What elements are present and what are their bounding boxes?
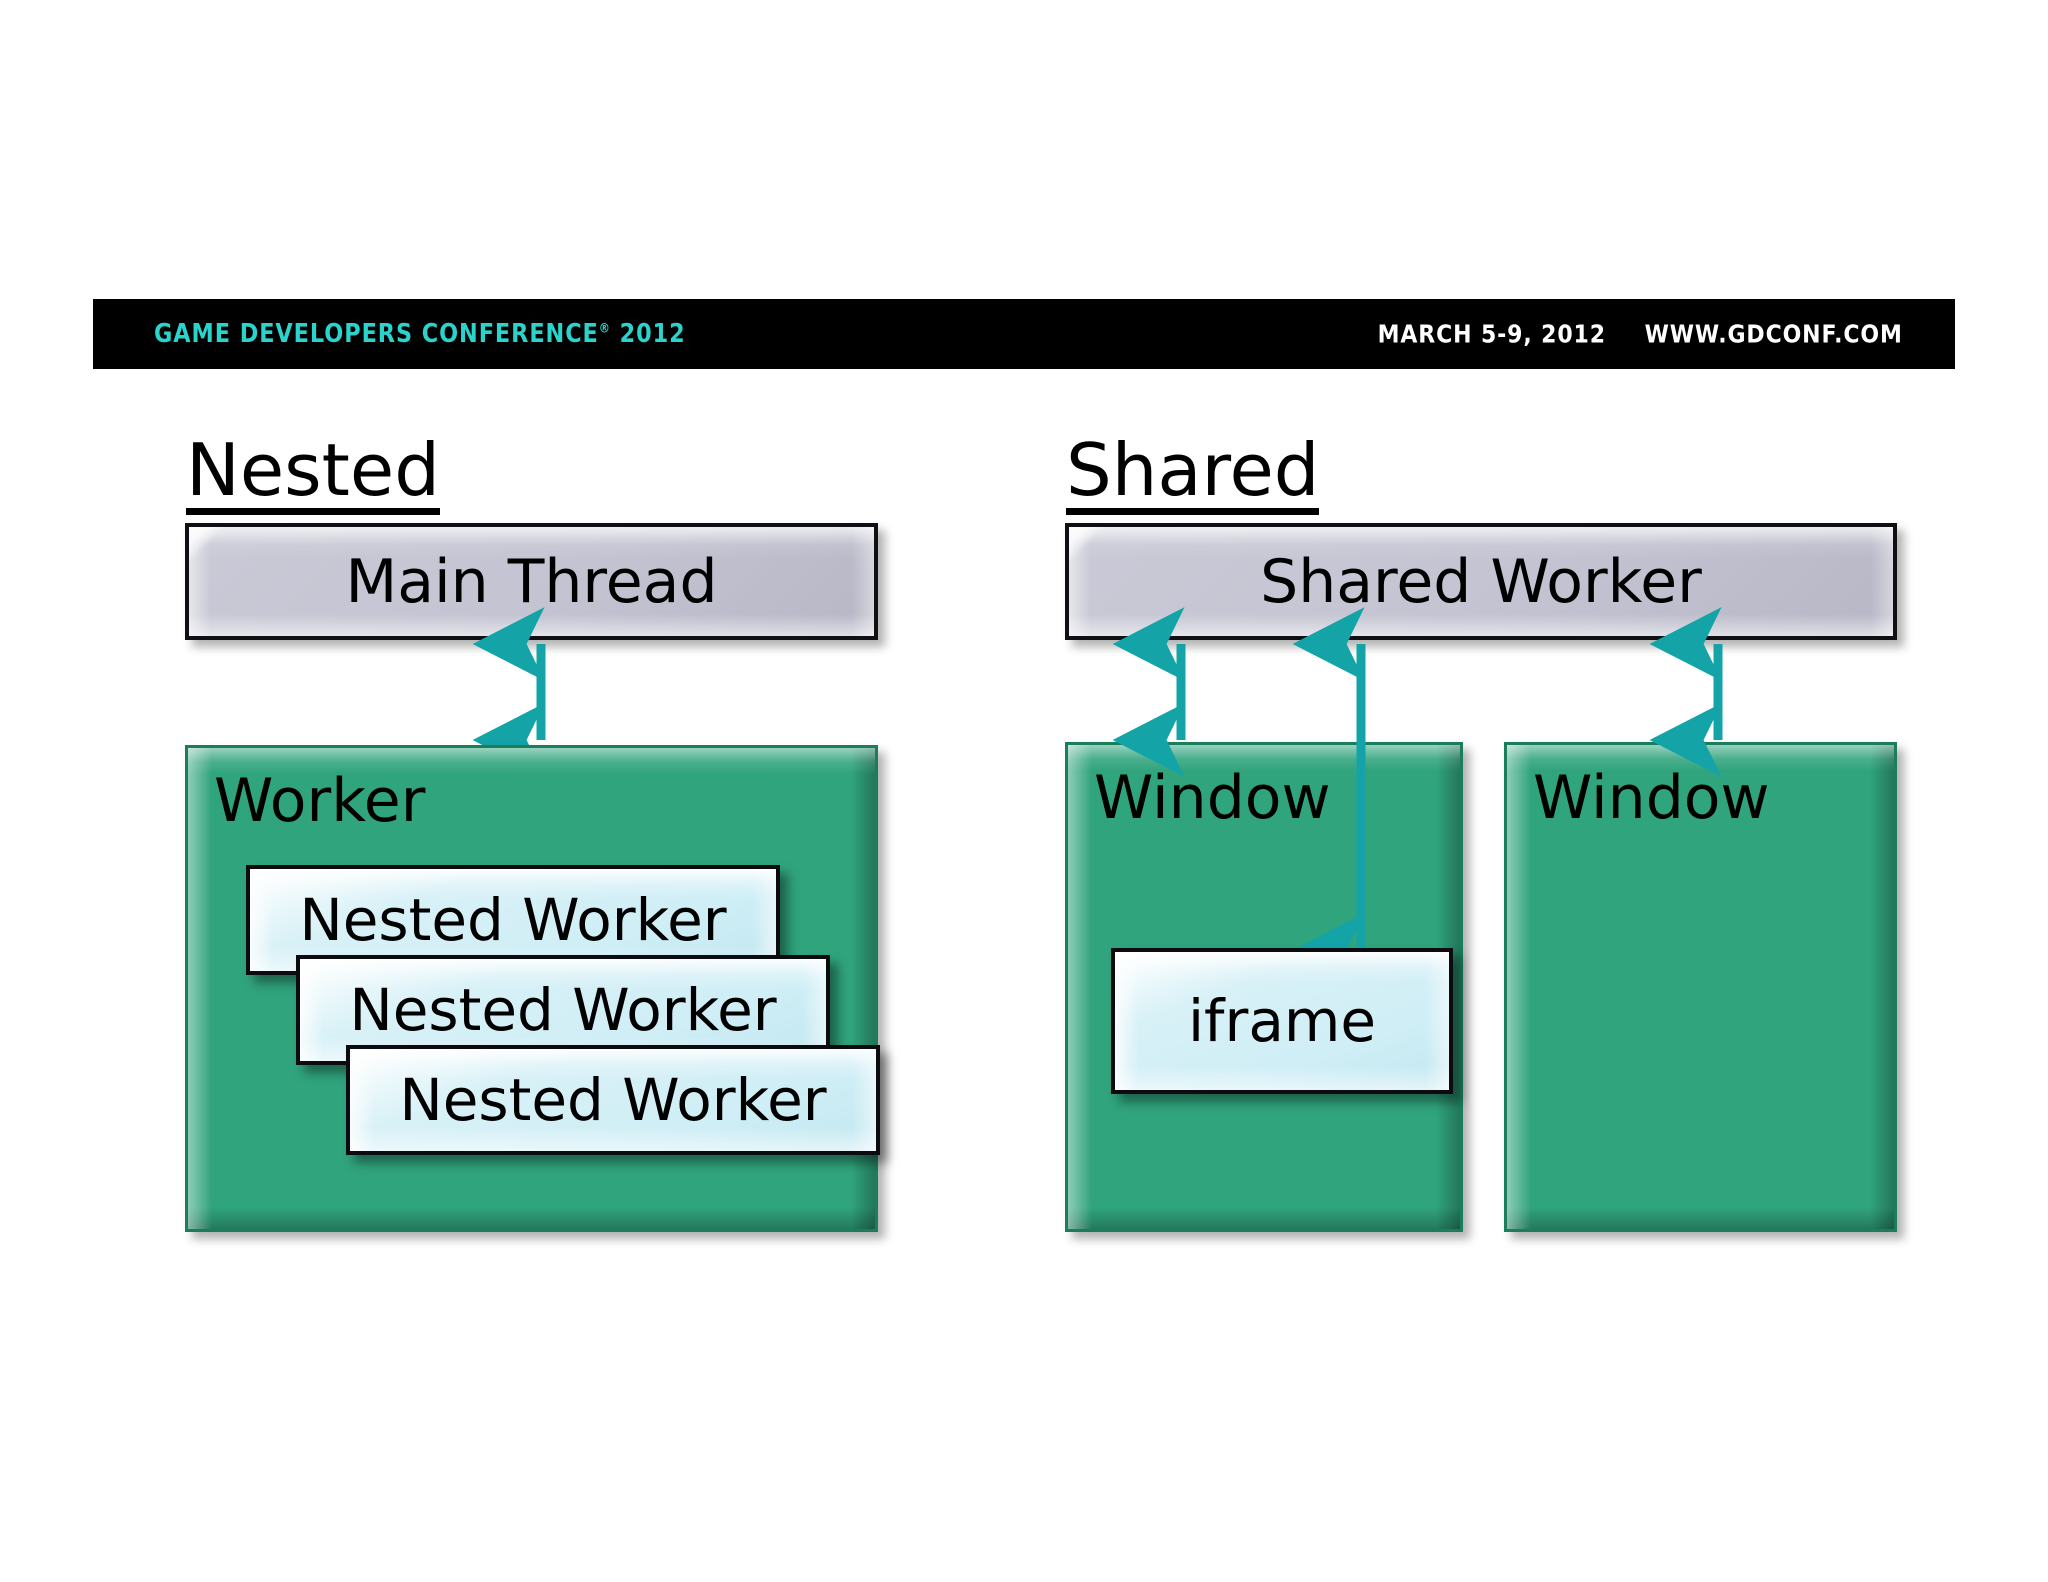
node-nested-worker-1-label: Nested Worker bbox=[299, 886, 727, 954]
node-iframe[interactable]: iframe bbox=[1111, 948, 1453, 1094]
node-nested-worker-3[interactable]: Nested Worker bbox=[346, 1045, 880, 1155]
gdc-header-band: GAME DEVELOPERS CONFERENCE® 2012 MARCH 5… bbox=[93, 299, 1955, 369]
arrow-main-thread-to-worker bbox=[472, 607, 572, 777]
section-title-nested: Nested bbox=[186, 434, 440, 515]
node-nested-worker-2-label: Nested Worker bbox=[349, 976, 777, 1044]
node-shared-worker-label: Shared Worker bbox=[1260, 546, 1702, 617]
gdc-header-right: MARCH 5-9, 2012 WWW.GDCONF.COM bbox=[1378, 320, 1903, 349]
node-worker-label: Worker bbox=[214, 766, 426, 836]
node-nested-worker-3-label: Nested Worker bbox=[399, 1066, 827, 1134]
arrow-shared-worker-to-window-1 bbox=[1112, 607, 1212, 777]
section-title-shared: Shared bbox=[1066, 434, 1320, 515]
node-main-thread-label: Main Thread bbox=[345, 546, 718, 617]
gdc-brand-text: GAME DEVELOPERS CONFERENCE® 2012 bbox=[154, 319, 686, 349]
gdc-brand-name: GAME DEVELOPERS CONFERENCE bbox=[154, 319, 599, 349]
gdc-brand-year: 2012 bbox=[619, 319, 686, 349]
node-main-thread[interactable]: Main Thread bbox=[185, 523, 878, 640]
gdc-dates: MARCH 5-9, 2012 bbox=[1377, 319, 1607, 349]
arrow-shared-worker-to-window-2 bbox=[1649, 607, 1749, 777]
node-window-2-label: Window bbox=[1533, 763, 1770, 833]
node-iframe-label: iframe bbox=[1187, 987, 1377, 1055]
node-window-2[interactable]: Window bbox=[1504, 742, 1897, 1232]
registered-mark-icon: ® bbox=[598, 321, 611, 337]
node-window-1-label: Window bbox=[1094, 763, 1331, 833]
node-shared-worker[interactable]: Shared Worker bbox=[1065, 523, 1897, 640]
gdc-website[interactable]: WWW.GDCONF.COM bbox=[1644, 319, 1903, 349]
